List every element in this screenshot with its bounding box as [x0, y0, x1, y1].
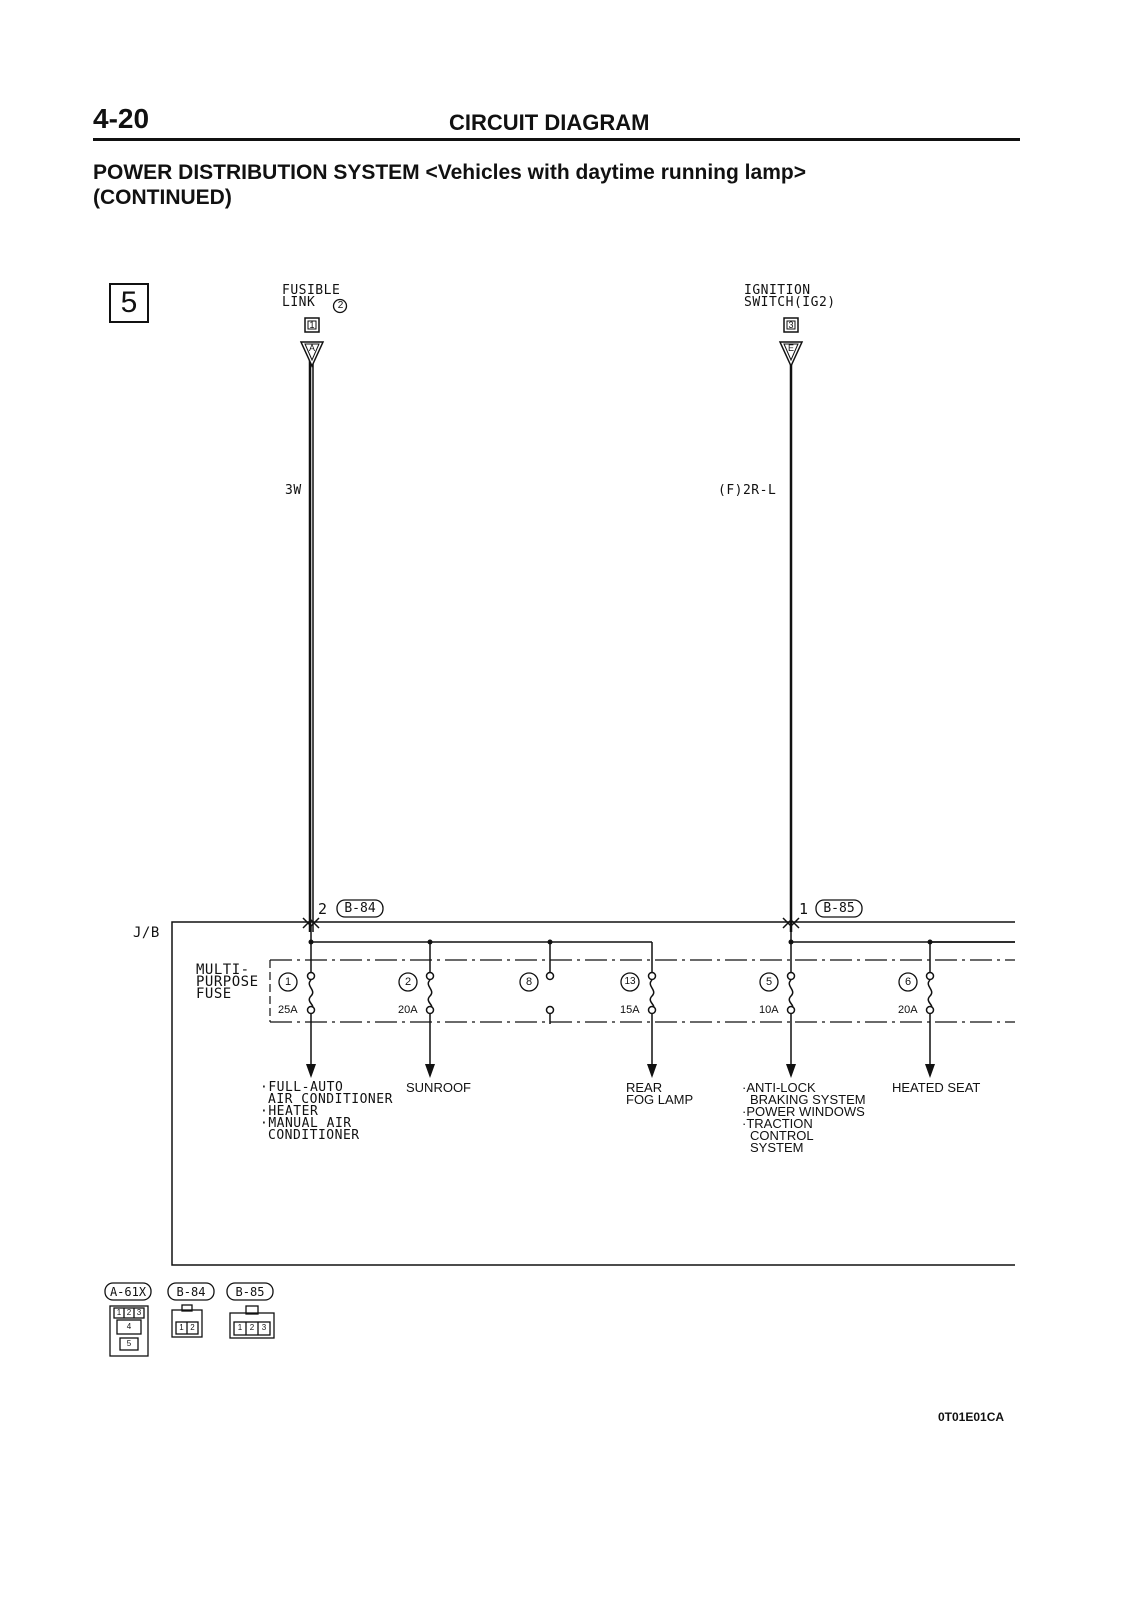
load-fuse-13: REAR FOG LAMP [626, 1080, 694, 1107]
jb-connector-boxes [336, 899, 863, 918]
section-title: CIRCUIT DIAGRAM [449, 110, 650, 135]
junction-block [171, 921, 1015, 1266]
connector-triangles [299, 341, 804, 368]
b85-pin-1: 1 [237, 1323, 243, 1332]
load-fuse-6: HEATED SEAT [892, 1080, 981, 1095]
connector-letter-a: A [308, 343, 315, 353]
fuse-5 [786, 971, 796, 1015]
connector-view-b85 [229, 1305, 275, 1339]
connector-view-label-b84: B-84 [176, 1285, 206, 1299]
fusible-link-number: 2 [337, 300, 344, 311]
connector-view-label-b85: B-85 [235, 1285, 265, 1299]
fuse-8-empty [545, 971, 555, 1015]
a61x-pin-5: 5 [126, 1339, 132, 1348]
source-pin-boxes [304, 317, 799, 333]
load-fuse-2: SUNROOF [406, 1080, 471, 1095]
a61x-pin-2: 2 [126, 1308, 132, 1317]
fuse-1 [306, 971, 316, 1015]
bus-junction-dots [308, 939, 933, 945]
b85-pin-2: 2 [249, 1323, 255, 1332]
source-wires [308, 355, 793, 932]
connector-view-a61x [109, 1305, 149, 1357]
fuse-number-5: 5 [765, 976, 773, 988]
fuse-13 [647, 971, 657, 1015]
a61x-pin-1: 1 [116, 1308, 122, 1317]
fuse-block-outline [270, 959, 1015, 1023]
load-fuse-1: ·FULL-AUTO AIR CONDITIONER ·HEATER ·MANU… [260, 1080, 393, 1143]
jb-connector-b85: B-85 [823, 901, 855, 916]
fuse-number-6: 6 [904, 976, 912, 988]
wire-color-3w: 3W [285, 483, 302, 498]
jb-bus [310, 926, 1015, 975]
jb-outline [171, 921, 1015, 1266]
connector-view-labels [104, 1282, 274, 1301]
fuse-symbols [306, 971, 935, 1015]
fuse-number-1: 1 [284, 976, 292, 988]
fuse-rating-13: 15A [620, 1004, 640, 1016]
load-fuse-5: ·ANTI-LOCK BRAKING SYSTEM ·POWER WINDOWS… [742, 1080, 866, 1155]
fuse-rating-5: 10A [759, 1004, 779, 1016]
fuse-2 [425, 971, 435, 1015]
fusible-link-label: FUSIBLE LINK [282, 283, 341, 310]
multi-purpose-fuse-label: MULTI- PURPOSE FUSE [196, 962, 259, 1002]
jb-label: J/B [133, 925, 160, 941]
output-wires [310, 1014, 931, 1066]
jb-entry-marks [302, 917, 800, 929]
fusible-link-pin: 1 [309, 320, 315, 330]
fuse-number-13: 13 [624, 976, 636, 987]
header-rule [93, 138, 1020, 141]
b84-pin-2: 2 [190, 1323, 195, 1332]
connector-letter-e: E [787, 343, 794, 353]
diagram-title: POWER DISTRIBUTION SYSTEM <Vehicles with… [93, 161, 806, 184]
wire-color-2r-l: (F)2R-L [718, 483, 777, 498]
a61x-pin-3: 3 [136, 1308, 142, 1317]
jb-pin-2: 2 [318, 900, 328, 918]
a61x-pin-4: 4 [126, 1322, 132, 1331]
jb-pin-1: 1 [799, 900, 809, 918]
connector-view-label-a61x: A-61X [109, 1285, 147, 1299]
fuse-number-circles [278, 972, 918, 992]
b84-pin-1: 1 [179, 1323, 184, 1332]
connector-view-b84 [171, 1304, 203, 1338]
fuse-rating-6: 20A [898, 1004, 918, 1016]
fuse-number-2: 2 [404, 976, 412, 988]
fuse-rating-1: 25A [278, 1004, 298, 1016]
fuse-number-8: 8 [525, 976, 533, 988]
jb-connector-b84: B-84 [344, 901, 376, 916]
diagram-subtitle: (CONTINUED) [93, 186, 232, 209]
section-box: 5 [109, 283, 149, 323]
figure-code: 0T01E01CA [938, 1410, 1005, 1424]
link-number-circle [332, 298, 348, 314]
ignition-switch-label: IGNITION SWITCH(IG2) [744, 283, 836, 310]
fuse-rating-2: 20A [398, 1004, 418, 1016]
ignition-switch-pin: 3 [788, 320, 794, 330]
fuse-6 [925, 971, 935, 1015]
b85-pin-3: 3 [261, 1323, 267, 1332]
output-arrows [306, 1064, 935, 1078]
page-number: 4-20 [93, 103, 150, 134]
